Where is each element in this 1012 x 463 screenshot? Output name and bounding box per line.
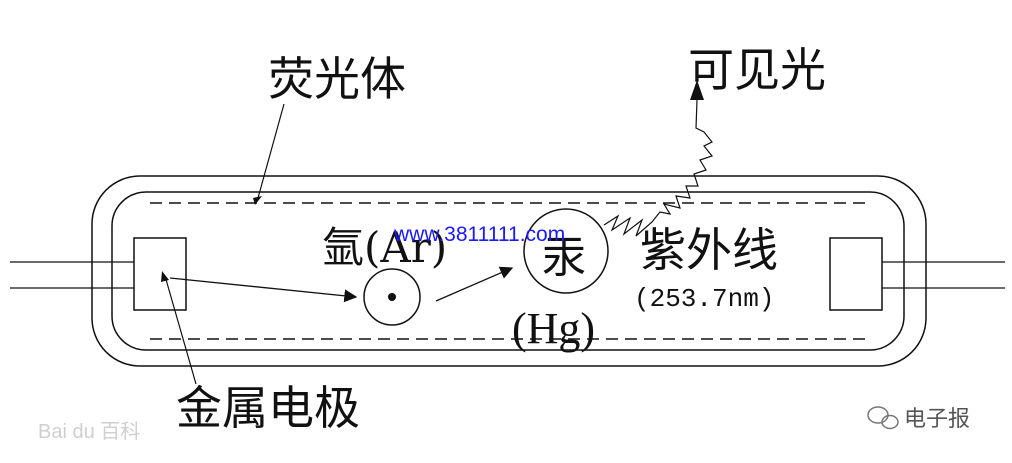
- tube-outer-wall: [91, 175, 927, 367]
- ultraviolet-label: 紫外线: [640, 223, 778, 277]
- brand-logo: 电子报: [867, 406, 970, 432]
- argon-nucleus: [388, 293, 396, 301]
- electrode-leader-arrowhead: [161, 271, 169, 282]
- left-electrode: [133, 237, 187, 311]
- lead-wires: [10, 261, 1005, 289]
- electrode-leader: [164, 275, 197, 385]
- visible-light-label: 可见光: [688, 43, 826, 97]
- metal-electrode-label: 金属电极: [176, 381, 360, 435]
- phosphor-label: 荧光体: [268, 52, 406, 106]
- mercury-atom: [523, 208, 609, 294]
- uv-radiation-zigzag: [603, 99, 714, 237]
- right-electrode: [829, 237, 883, 311]
- brand-name: 电子报: [904, 407, 970, 432]
- phosphor-leader-arrowhead: [253, 196, 262, 205]
- mercury-label: 汞: [542, 232, 586, 283]
- site-watermark: www.3811111.com: [393, 223, 565, 246]
- wechat-icon: [867, 406, 889, 424]
- electron-arrow-to-mercury: [435, 266, 514, 302]
- visible-light-arrowhead: [690, 80, 704, 100]
- baidu-watermark: Bai du 百科: [38, 420, 140, 443]
- mercury-symbol-label: (Hg): [512, 304, 595, 353]
- wavelength-label: (253.7nm): [634, 284, 774, 314]
- tube-inner-wall: [111, 191, 905, 351]
- phosphor-coating: [150, 202, 868, 340]
- phosphor-leader: [257, 103, 285, 199]
- argon-label: 氩(Ar): [322, 223, 447, 272]
- electron-arrow-to-argon: [169, 277, 358, 303]
